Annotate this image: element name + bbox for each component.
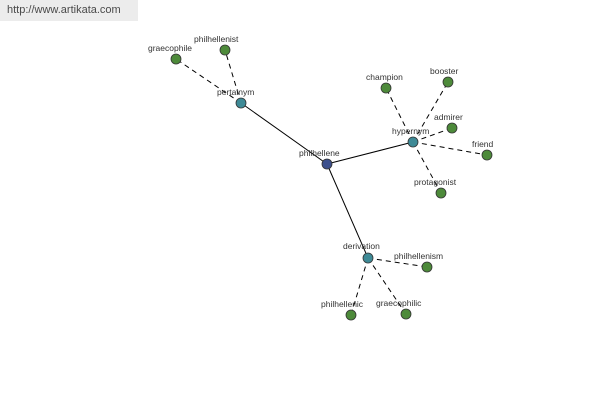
node-relation-hypernym[interactable] [407, 136, 419, 148]
label-relation-derivation: derivation [343, 241, 380, 251]
label-relation-hypernym: hypernym [392, 126, 429, 136]
node-leaf-graecophile[interactable] [170, 53, 182, 65]
node-leaf-booster[interactable] [442, 76, 454, 88]
node-leaf-admirer[interactable] [446, 122, 458, 134]
label-leaf-booster: booster [430, 66, 459, 76]
node-relation-pertainym[interactable] [235, 97, 247, 109]
edge-derivation-graecophilic [367, 257, 407, 315]
edge-hypernym-admirer [412, 127, 453, 143]
source-url[interactable]: http://www.artikata.com [0, 0, 138, 21]
node-leaf-protagonist[interactable] [435, 187, 447, 199]
edge-root-hypernym [326, 141, 414, 165]
edge-derivation-philhellenism [367, 257, 428, 268]
label-leaf-admirer: admirer [434, 112, 463, 122]
label-root: philhellene [299, 148, 340, 158]
node-leaf-friend[interactable] [481, 149, 493, 161]
edge-pertainym-philhellenist [224, 49, 242, 104]
label-leaf-protagonist: protagonist [414, 177, 457, 187]
label-leaf-philhellenism: philhellenism [394, 251, 443, 261]
node-leaf-philhellenism[interactable] [421, 261, 433, 273]
edge-root-pertainym [240, 102, 328, 165]
label-leaf-friend: friend [472, 139, 494, 149]
edge-hypernym-protagonist [412, 141, 442, 194]
nodes [170, 44, 493, 321]
node-leaf-philhellenist[interactable] [219, 44, 231, 56]
edge-derivation-philhellenic [350, 257, 369, 316]
edge-hypernym-friend [412, 141, 488, 156]
node-root[interactable] [321, 158, 333, 170]
edge-hypernym-booster [412, 81, 449, 143]
label-leaf-philhellenic: philhellenic [321, 299, 364, 309]
label-leaf-graecophile: graecophile [148, 43, 192, 53]
edges [175, 49, 488, 316]
node-leaf-philhellenic[interactable] [345, 309, 357, 321]
label-relation-pertainym: pertainym [217, 87, 254, 97]
label-leaf-philhellenist: philhellenist [194, 34, 239, 44]
node-leaf-graecophilic[interactable] [400, 308, 412, 320]
node-leaf-champion[interactable] [380, 82, 392, 94]
node-relation-derivation[interactable] [362, 252, 374, 264]
edge-root-derivation [326, 163, 369, 259]
label-leaf-champion: champion [366, 72, 403, 82]
edge-hypernym-champion [385, 87, 414, 143]
labels: philhellenepertainymgraecophilephilhelle… [148, 34, 494, 309]
label-leaf-graecophilic: graecophilic [376, 298, 422, 308]
edge-pertainym-graecophile [175, 58, 242, 104]
